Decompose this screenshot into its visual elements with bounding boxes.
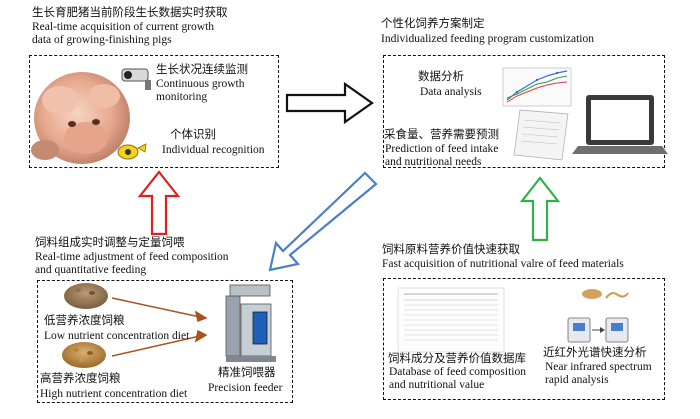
nir-label-en-line1: Near infrared spectrum: [545, 361, 652, 373]
high-nutrient-pellets-image: [62, 342, 106, 368]
predict-label-en-line1: Prediction of feed intake: [385, 143, 499, 155]
material-title-en: Fast acquisition of nutritional valre of…: [382, 258, 624, 270]
monitor-label-cn: 生长状况连续监测: [156, 62, 248, 76]
growth-title-en-line1: Real-time acquisition of current growth: [32, 21, 215, 33]
material-title-cn: 饲料原料营养价值快速获取: [382, 242, 520, 256]
growth-title-en-line2: data of growing-finishing pigs: [32, 34, 172, 46]
black-arrow: [285, 81, 374, 125]
predict-label-en-line2: and nutritional needs: [385, 156, 482, 168]
feed-adjustment-box: [37, 280, 293, 403]
recognition-label-cn: 个体识别: [170, 127, 216, 141]
green-arrow: [519, 176, 561, 242]
feeder-label-en: Precision feeder: [208, 382, 283, 394]
red-arrow: [137, 170, 181, 236]
camera-icon: [121, 68, 151, 90]
program-title-cn: 个性化饲养方案制定: [381, 16, 485, 30]
database-table-image: [397, 287, 505, 353]
blue-arrow: [268, 171, 378, 272]
high-diet-label-cn: 高营养浓度饲粮: [40, 371, 121, 385]
program-title-en: Individualized feeding program customiza…: [381, 33, 595, 45]
nir-label-en-line2: rapid analysis: [545, 374, 609, 386]
nir-analyzer-image: [567, 289, 629, 343]
low-diet-label-en: Low nutrient concentration diet: [44, 330, 190, 342]
nir-label-cn: 近红外光谱快速分析: [543, 345, 647, 359]
feed-material-box: [383, 278, 665, 400]
growth-title-cn: 生长育肥猪当前阶段生长数据实时获取: [32, 5, 228, 19]
predict-label-cn: 采食量、营养需要预测: [384, 127, 499, 141]
growth-data-box: [29, 55, 279, 168]
data-analysis-chart: [502, 67, 572, 107]
feed-flow-arrows: [111, 297, 208, 357]
database-label-en-line2: and nutritional value: [389, 379, 485, 391]
adjustment-title-en-line1: Real-time adjustment of feed composition: [35, 251, 229, 263]
monitor-label-en-line2: monitoring: [156, 91, 208, 103]
recognition-label-en: Individual recognition: [162, 144, 265, 156]
laptop-icon: [572, 95, 668, 154]
document-icon: [513, 109, 569, 161]
high-diet-label-en: High nutrient concentration diet: [40, 388, 188, 400]
database-label-cn: 饲料成分及营养价值数据库: [388, 351, 526, 365]
analysis-label-cn: 数据分析: [418, 69, 464, 83]
feeder-label-cn: 精准饲喂器: [218, 365, 276, 379]
low-nutrient-pellets-image: [64, 283, 108, 309]
database-label-en-line1: Database of feed composition: [389, 366, 526, 378]
precision-feeder-image: [225, 284, 276, 362]
ear-tag-icon: [117, 143, 147, 160]
adjustment-title-cn: 饲料组成实时调整与定量饲喂: [35, 235, 185, 249]
monitor-label-en-line1: Continuous growth: [156, 78, 245, 90]
low-diet-label-cn: 低营养浓度饲粮: [44, 313, 125, 327]
feeding-program-box: [383, 55, 665, 168]
pigs-photo: [31, 72, 130, 164]
adjustment-title-en-line2: and quantitative feeding: [35, 264, 147, 276]
analysis-label-en: Data analysis: [420, 86, 482, 98]
